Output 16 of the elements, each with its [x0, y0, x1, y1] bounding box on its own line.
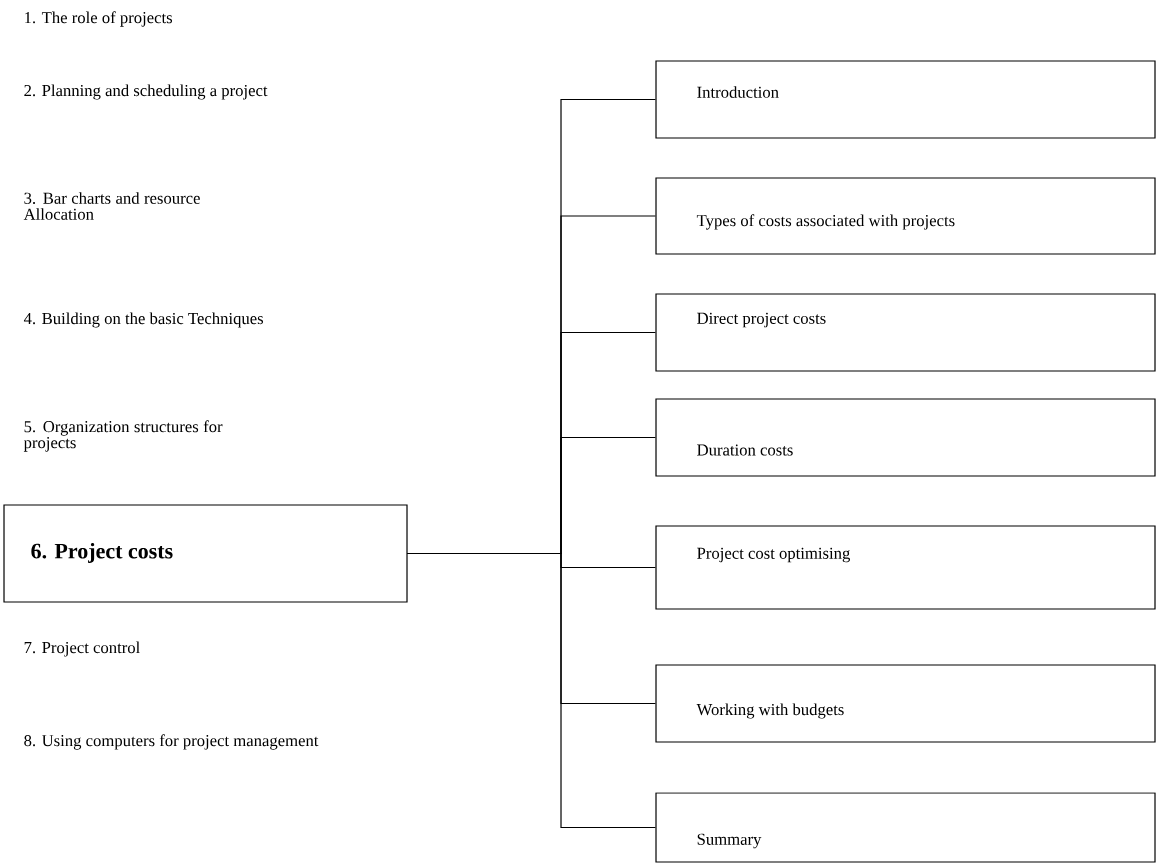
section-box: Duration costs — [655, 398, 1156, 477]
section-box: Project cost optimising — [655, 525, 1156, 610]
section-box: Introduction — [655, 60, 1156, 139]
chapter-item: 5. Organization structures for projects — [23, 420, 223, 452]
chapter-item: 1. The role of projects — [25, 11, 173, 27]
highlighted-chapter-box: 6. Project costs — [3, 504, 408, 603]
chapter-item: 3. Bar charts and resource Allocation — [23, 192, 200, 220]
section-box: Types of costs associated with projects — [655, 177, 1156, 255]
chapter-item: 7. Project control — [24, 641, 140, 657]
section-box: Direct project costs — [655, 293, 1156, 372]
connector-line — [407, 552, 656, 829]
chapter-item: 8. Using computers for project management — [24, 734, 319, 750]
chapter-item: 4. Building on the basic Techniques — [23, 312, 264, 328]
section-box: Summary — [655, 792, 1156, 863]
section-box: Working with budgets — [655, 664, 1156, 743]
chapter-item: 2. Planning and scheduling a project — [24, 84, 268, 100]
